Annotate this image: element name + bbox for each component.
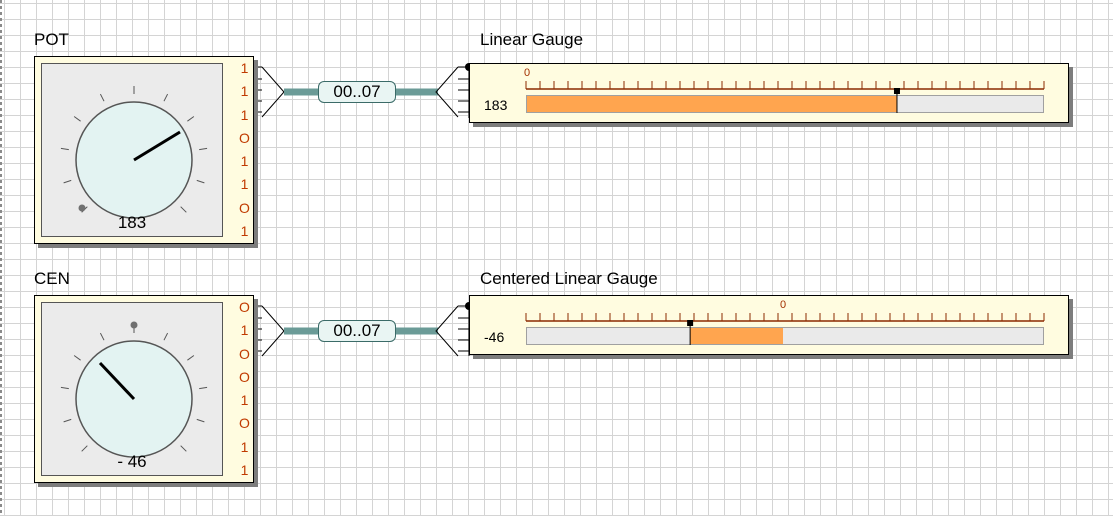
- linear-gauge-track[interactable]: [526, 95, 1044, 113]
- pot-bits: 1 1 1 O 1 1 O 1: [236, 57, 253, 243]
- dial-tick: [63, 179, 72, 184]
- pot-knob-block[interactable]: 183 1 1 1 O 1 1 O 1: [34, 56, 254, 244]
- pot-title: POT: [34, 30, 69, 49]
- pot-bit: 1: [240, 106, 249, 123]
- pot-bit: 1: [240, 222, 249, 239]
- cen-bit: 1: [240, 322, 249, 339]
- dial-tick: [196, 418, 205, 423]
- pot-bit: 1: [240, 83, 249, 100]
- dial-tick: [73, 355, 81, 361]
- dial-tick: [199, 147, 208, 151]
- pot-bit: 1: [240, 60, 249, 76]
- centered-gauge-marker[interactable]: [470, 296, 1068, 354]
- bus-bottom-label[interactable]: 00..07: [318, 320, 396, 342]
- cen-bit: 1: [240, 438, 249, 455]
- pot-bit: O: [239, 199, 250, 216]
- bus-top-label[interactable]: 00..07: [318, 81, 396, 103]
- linear-gauge-value: 183: [484, 97, 508, 113]
- centered-gauge-block[interactable]: 0 -46: [469, 295, 1069, 355]
- cen-bit: O: [239, 345, 250, 362]
- linear-gauge-block[interactable]: 0 183: [469, 63, 1069, 123]
- pot-dial[interactable]: [42, 64, 222, 236]
- pot-dial-marker-icon: [78, 204, 86, 212]
- centered-gauge-zero-label: 0: [780, 299, 787, 311]
- cen-knob-face: - 46: [41, 302, 223, 476]
- pot-knob-face: 183: [41, 63, 223, 237]
- centered-gauge-title: Centered Linear Gauge: [480, 269, 658, 288]
- linear-gauge-marker[interactable]: [470, 64, 1068, 122]
- cen-bit: 1: [240, 461, 249, 478]
- cen-bit: 1: [240, 392, 249, 408]
- gauge-marker-handle[interactable]: [687, 320, 694, 326]
- dial-tick: [187, 116, 195, 122]
- dial-tick: [163, 332, 169, 341]
- centered-gauge-track[interactable]: [526, 327, 1044, 345]
- cen-dial[interactable]: [42, 303, 222, 475]
- cen-value: - 46: [117, 452, 147, 471]
- pot-bit: 1: [240, 153, 249, 169]
- dial-tick: [99, 332, 105, 341]
- pot-bit: 1: [240, 176, 249, 193]
- centered-gauge-fill: [690, 328, 783, 344]
- cen-title: CEN: [34, 269, 70, 288]
- dial-tick: [60, 386, 69, 390]
- cen-bit: O: [239, 368, 250, 385]
- dial-tick: [73, 116, 81, 122]
- dial-tick: [63, 418, 72, 423]
- dial-tick: [60, 147, 69, 151]
- dial-tick: [81, 445, 88, 452]
- dial-tick: [99, 93, 105, 102]
- pot-dial-needle: [133, 130, 181, 162]
- dial-tick: [196, 179, 205, 184]
- cen-bits: O 1 O O 1 O 1 1: [236, 296, 253, 482]
- dial-tick: [199, 386, 208, 390]
- linear-gauge-zero-label: 0: [524, 67, 531, 79]
- gauge-marker-handle[interactable]: [893, 88, 900, 94]
- linear-gauge-fill: [527, 96, 897, 112]
- cen-bit: O: [239, 415, 250, 432]
- dial-tick: [180, 445, 187, 452]
- cen-knob-block[interactable]: - 46 O 1 O O 1 O 1 1: [34, 295, 254, 483]
- dial-tick: [163, 93, 169, 102]
- pot-dial-ticks: [60, 86, 208, 213]
- centered-gauge-scale: [525, 313, 1045, 322]
- linear-gauge-title: Linear Gauge: [480, 30, 584, 49]
- canvas-left-border: [0, 0, 2, 516]
- pot-bit: O: [239, 129, 250, 146]
- dial-tick: [180, 206, 187, 213]
- centered-gauge-value: -46: [484, 329, 505, 345]
- pot-value: 183: [117, 213, 147, 232]
- linear-gauge-scale: [525, 81, 1045, 90]
- cen-bit: O: [239, 299, 250, 315]
- cen-dial-marker-icon: [130, 321, 138, 329]
- cen-dial-needle: [98, 361, 136, 401]
- dial-tick: [187, 355, 195, 361]
